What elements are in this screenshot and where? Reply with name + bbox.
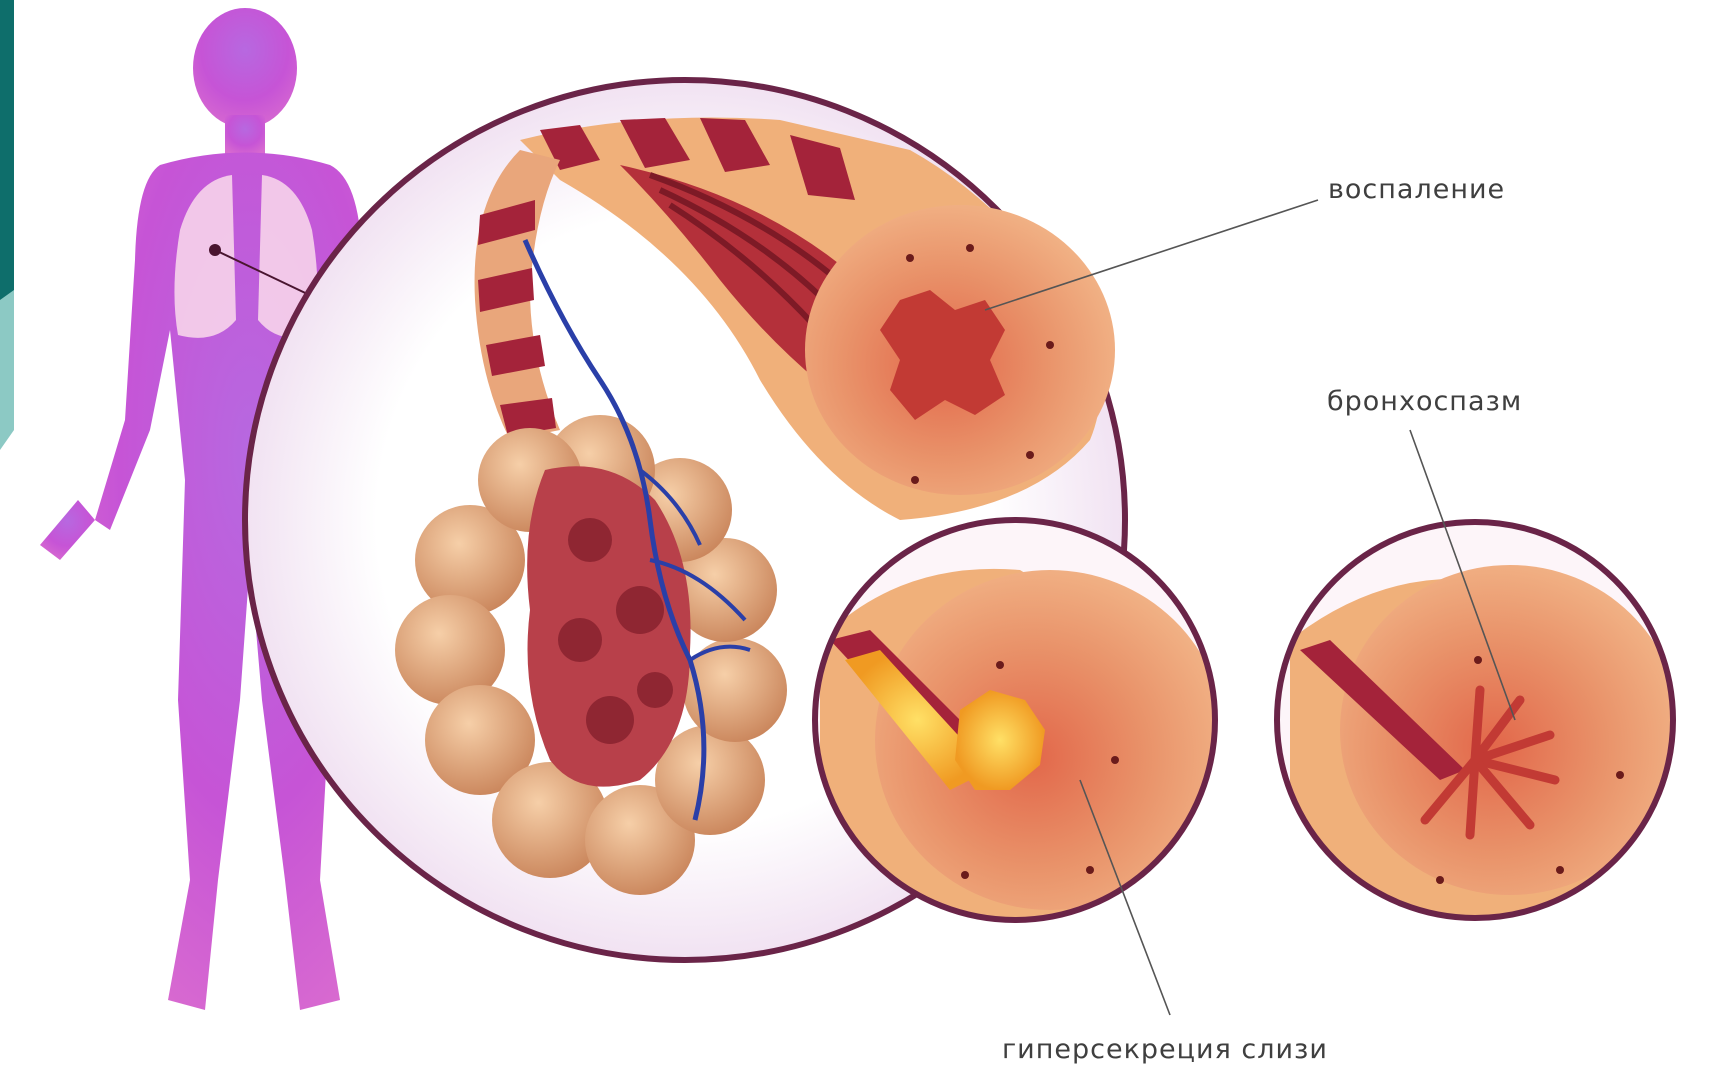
bronchospasm-circle — [1277, 522, 1690, 920]
mucus-circle — [815, 520, 1230, 920]
accent-bar — [0, 0, 14, 450]
label-mucus-hypersecretion: гиперсекреция слизи — [1002, 1034, 1328, 1065]
label-bronchospasm: бронхоспазм — [1327, 386, 1522, 417]
label-inflammation: воспаление — [1328, 174, 1505, 205]
